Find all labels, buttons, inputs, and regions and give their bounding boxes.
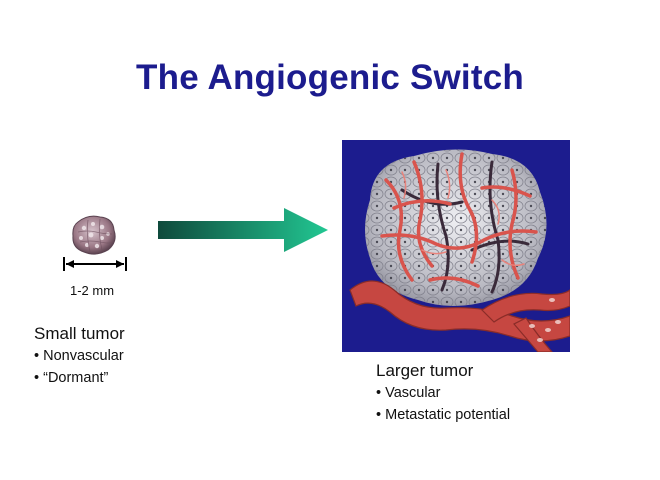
vascularized-tumor-illustration bbox=[342, 140, 570, 352]
small-tumor-illustration bbox=[72, 215, 116, 255]
large-tumor-heading: Larger tumor bbox=[376, 361, 474, 380]
transition-arrow-icon bbox=[158, 208, 328, 252]
scale-label: 1-2 mm bbox=[69, 283, 115, 298]
large-tumor-bullet: Metastatic potential bbox=[376, 404, 510, 426]
scale-bar bbox=[63, 257, 127, 271]
large-tumor-bullet: Vascular bbox=[376, 382, 510, 404]
small-tumor-bullet: Nonvascular bbox=[34, 345, 125, 367]
large-tumor-caption: Larger tumor Vascular Metastatic potenti… bbox=[376, 360, 510, 426]
small-tumor-caption: Small tumor Nonvascular “Dormant” bbox=[34, 323, 125, 389]
slide-title: The Angiogenic Switch bbox=[136, 58, 524, 97]
small-tumor-bullet: “Dormant” bbox=[34, 367, 125, 389]
small-tumor-heading: Small tumor bbox=[34, 324, 125, 343]
